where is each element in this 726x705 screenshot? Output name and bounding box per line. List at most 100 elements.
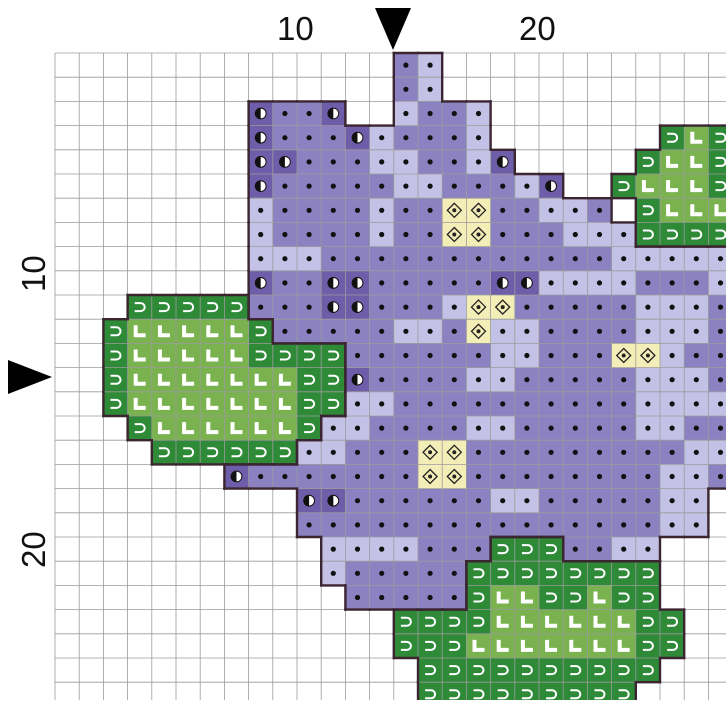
dot-symbol-icon — [428, 305, 433, 310]
dot-symbol-icon — [549, 353, 554, 358]
stitch-cell — [636, 174, 660, 198]
dot-symbol-icon — [718, 426, 723, 431]
dot-symbol-icon — [524, 498, 529, 503]
dot-symbol-icon — [379, 256, 384, 261]
dot-symbol-icon — [258, 305, 263, 310]
diamond-symbol-icon — [452, 475, 456, 479]
stitch-cell — [708, 464, 726, 488]
stitch-cell — [273, 416, 297, 440]
dot-symbol-icon — [307, 159, 312, 164]
stitch-cell — [660, 634, 684, 658]
dot-symbol-icon — [476, 522, 481, 527]
stitch-cell — [224, 295, 248, 319]
dot-symbol-icon — [282, 111, 287, 116]
stitch-cell — [176, 416, 200, 440]
dot-symbol-icon — [670, 256, 675, 261]
dot-symbol-icon — [355, 329, 360, 334]
dot-symbol-icon — [621, 329, 626, 334]
dot-symbol-icon — [573, 256, 578, 261]
stitch-cell — [563, 610, 587, 634]
stitch-cell — [660, 610, 684, 634]
stitch-cell — [442, 634, 466, 658]
dot-symbol-icon — [307, 450, 312, 455]
dot-symbol-icon — [355, 184, 360, 189]
dot-symbol-icon — [379, 159, 384, 164]
dot-symbol-icon — [549, 377, 554, 382]
dot-symbol-icon — [403, 522, 408, 527]
dot-symbol-icon — [452, 135, 457, 140]
diamond-symbol-icon — [501, 305, 505, 309]
dot-symbol-icon — [524, 305, 529, 310]
dot-symbol-icon — [428, 522, 433, 527]
stitch-cell — [224, 392, 248, 416]
dot-symbol-icon — [428, 547, 433, 552]
stitch-cell — [273, 368, 297, 392]
dot-symbol-icon — [670, 329, 675, 334]
row-label-10: 10 — [17, 255, 50, 292]
dot-symbol-icon — [331, 208, 336, 213]
dot-symbol-icon — [355, 498, 360, 503]
stitch-cell — [612, 174, 636, 198]
dot-symbol-icon — [282, 135, 287, 140]
dot-symbol-icon — [452, 377, 457, 382]
stitch-cell — [152, 319, 176, 343]
stitch-cell — [491, 634, 515, 658]
dot-symbol-icon — [452, 547, 457, 552]
dot-symbol-icon — [403, 208, 408, 213]
stitch-cell — [321, 343, 345, 367]
column-label-20: 20 — [519, 12, 556, 45]
dot-symbol-icon — [694, 329, 699, 334]
dot-symbol-icon — [307, 329, 312, 334]
dot-symbol-icon — [307, 208, 312, 213]
dot-symbol-icon — [718, 305, 723, 310]
stitch-cell — [563, 634, 587, 658]
dot-symbol-icon — [428, 401, 433, 406]
dot-symbol-icon — [428, 184, 433, 189]
stitch-cell — [152, 368, 176, 392]
stitch-cell — [491, 658, 515, 682]
dot-symbol-icon — [549, 426, 554, 431]
stitch-cell — [636, 198, 660, 222]
stitch-cell — [200, 392, 224, 416]
stitch-cell — [708, 416, 726, 440]
dot-symbol-icon — [403, 184, 408, 189]
dot-symbol-icon — [403, 353, 408, 358]
dot-symbol-icon — [573, 426, 578, 431]
dot-symbol-icon — [500, 498, 505, 503]
dot-symbol-icon — [403, 547, 408, 552]
stitch-cell — [418, 634, 442, 658]
dot-symbol-icon — [379, 595, 384, 600]
dot-symbol-icon — [379, 450, 384, 455]
dot-symbol-icon — [500, 256, 505, 261]
dot-symbol-icon — [379, 401, 384, 406]
dot-symbol-icon — [597, 353, 602, 358]
dot-symbol-icon — [500, 522, 505, 527]
dot-symbol-icon — [355, 426, 360, 431]
diamond-symbol-icon — [477, 305, 481, 309]
diamond-symbol-icon — [428, 450, 432, 454]
dot-symbol-icon — [573, 280, 578, 285]
dot-symbol-icon — [645, 522, 650, 527]
dot-symbol-icon — [670, 377, 675, 382]
diamond-symbol-icon — [646, 354, 650, 358]
dot-symbol-icon — [694, 305, 699, 310]
dot-symbol-icon — [476, 135, 481, 140]
stitch-cell — [636, 634, 660, 658]
stitch-cell — [612, 658, 636, 682]
dot-symbol-icon — [670, 305, 675, 310]
dot-symbol-icon — [282, 280, 287, 285]
stitch-cell — [491, 585, 515, 609]
dot-symbol-icon — [670, 498, 675, 503]
dot-symbol-icon — [597, 232, 602, 237]
column-label-10: 10 — [277, 12, 314, 45]
dot-symbol-icon — [670, 474, 675, 479]
stitch-cell — [515, 561, 539, 585]
dot-symbol-icon — [379, 184, 384, 189]
dot-symbol-icon — [428, 87, 433, 92]
dot-symbol-icon — [645, 450, 650, 455]
dot-symbol-icon — [670, 401, 675, 406]
stitch-cell — [176, 392, 200, 416]
stitch-cell — [200, 343, 224, 367]
dot-symbol-icon — [694, 522, 699, 527]
dot-symbol-icon — [476, 353, 481, 358]
